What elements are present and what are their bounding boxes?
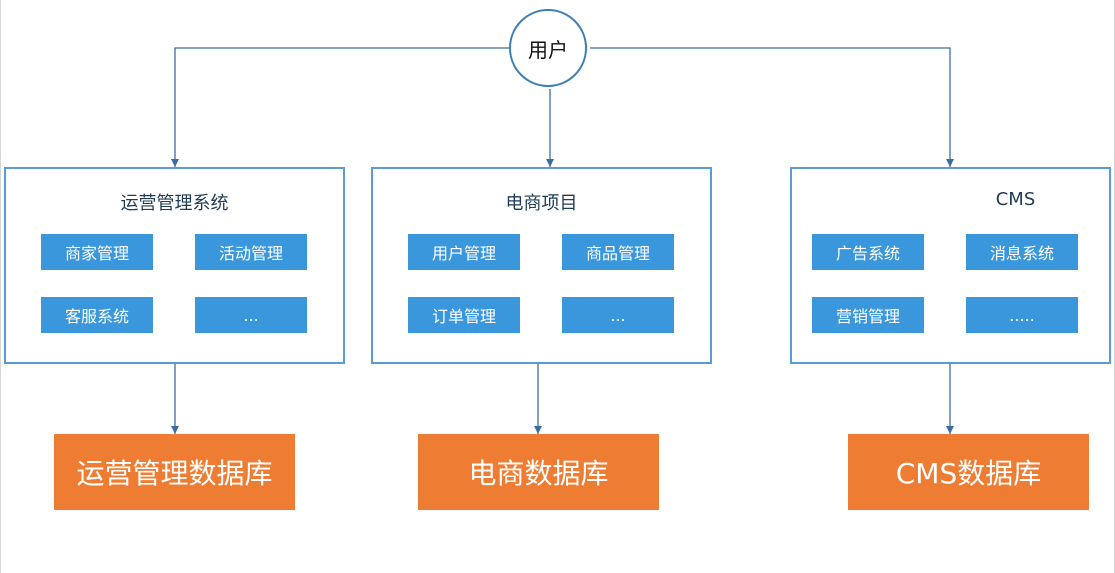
cms-system-title: CMS bbox=[995, 189, 1036, 210]
cms-database: CMS数据库 bbox=[848, 434, 1089, 510]
ecommerce-database: 电商数据库 bbox=[418, 434, 659, 510]
module-ops-more: ... bbox=[195, 297, 307, 333]
module-activity-management: 活动管理 bbox=[195, 234, 307, 270]
connector-user-to-cms bbox=[590, 47, 954, 167]
ops-system-box: 运营管理系统 商家管理 活动管理 客服系统 ... bbox=[4, 167, 345, 364]
module-merchant-management: 商家管理 bbox=[41, 234, 153, 270]
cms-system-box: CMS 广告系统 消息系统 营销管理 ..... bbox=[790, 167, 1111, 364]
module-marketing-management: 营销管理 bbox=[812, 297, 924, 333]
module-cms-more: ..... bbox=[966, 297, 1078, 333]
module-message-system: 消息系统 bbox=[966, 234, 1078, 270]
module-order-management: 订单管理 bbox=[408, 297, 520, 333]
module-customer-service: 客服系统 bbox=[41, 297, 153, 333]
module-ecommerce-more: ... bbox=[562, 297, 674, 333]
ecommerce-system-box: 电商项目 用户管理 商品管理 订单管理 ... bbox=[371, 167, 712, 364]
ecommerce-system-title: 电商项目 bbox=[505, 193, 578, 214]
module-user-management: 用户管理 bbox=[408, 234, 520, 270]
user-node: 用户 bbox=[509, 9, 587, 87]
ops-system-title: 运营管理系统 bbox=[120, 193, 229, 214]
user-node-label: 用户 bbox=[528, 37, 568, 62]
module-ad-system: 广告系统 bbox=[812, 234, 924, 270]
frame-left-edge bbox=[0, 0, 1, 573]
ops-database: 运营管理数据库 bbox=[54, 434, 295, 510]
module-product-management: 商品管理 bbox=[562, 234, 674, 270]
connector-user-to-ops bbox=[171, 47, 509, 167]
